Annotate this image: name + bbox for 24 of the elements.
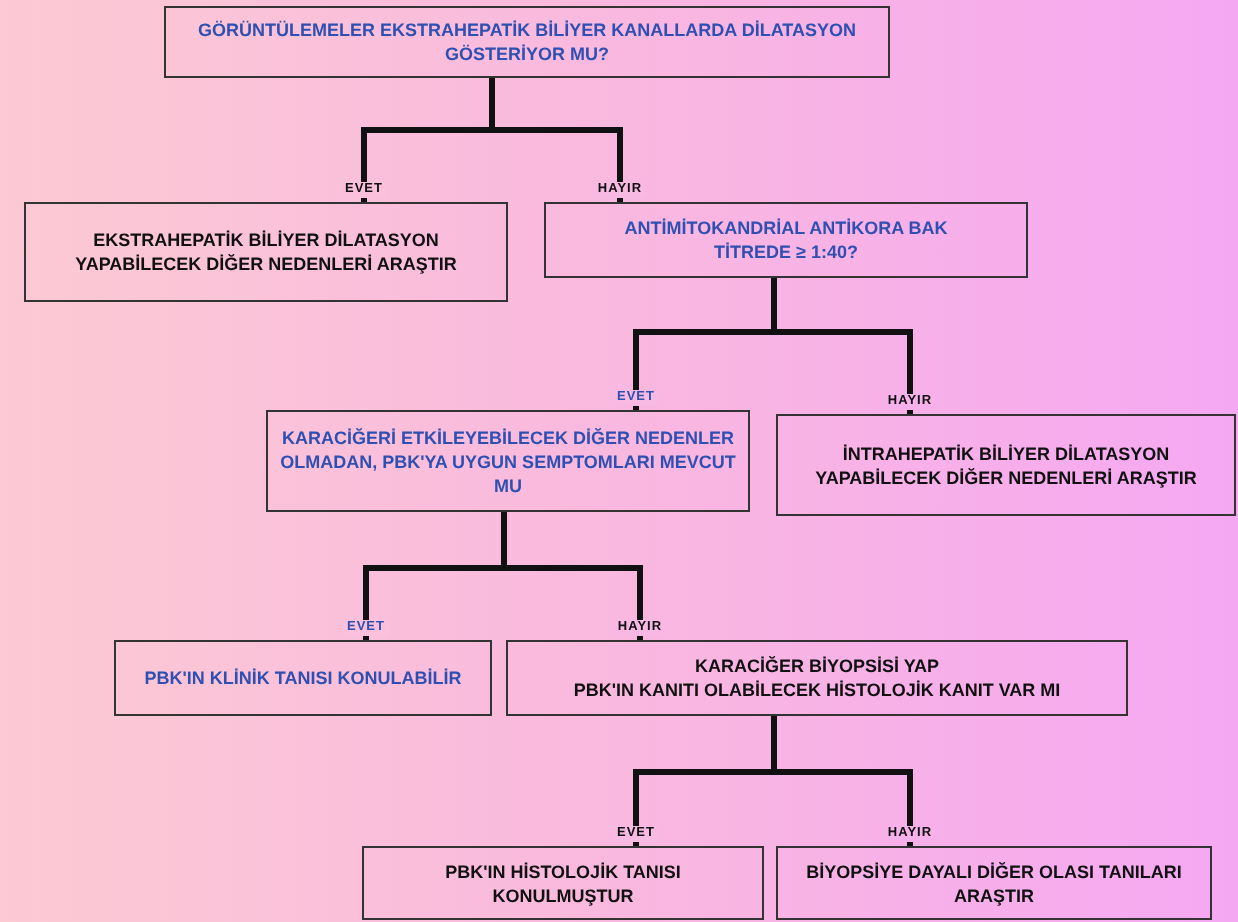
box-text: TİTREDE ≥ 1:40? [714,240,858,264]
box-text: BİYOPSİYE DAYALI DİĞER OLASI TANILARI ARAŞTIR [804,859,1184,907]
box-text: KARACİĞERİ ETKİLEYEBİLECEK DİĞER NEDENLER OLMADAN, PBK'YA UYGUN SEMPTOMLARI MEVCUT MU [280,425,736,497]
process-box [362,846,764,920]
process-box [114,640,492,716]
process-box [506,640,1128,716]
box-text: GÖRÜNTÜLEMELER EKSTRAHEPATİK BİLİYER KANALLARDA DİLATASYON GÖSTERİYOR MU? [196,18,858,66]
box-text: PBK'IN KLİNİK TANISI KONULABİLİR [144,666,462,690]
connector-line [489,78,623,202]
box-text: EKSTRAHEPATİK BİLİYER DİLATASYON YAPABİLECEK DİĞER NEDENLERİ ARAŞTIR [73,228,459,276]
box-text: PBK'IN HİSTOLOJİK TANISI KONULMUŞTUR [443,859,683,907]
process-box [544,202,1028,278]
box-text: KARACİĞER BİYOPSİSİ YAP [694,654,940,678]
connector-line [501,512,643,640]
process-box [24,202,508,302]
process-box [776,846,1212,920]
connector-line [771,716,913,846]
box-text: İNTRAHEPATİK BİLİYER DİLATASYON YAPABİLECEK DİĞER NEDENLERİ ARAŞTIR [813,441,1199,489]
connector-line [771,278,913,414]
process-box [266,410,750,512]
process-box [776,414,1236,516]
box-text: ANTİMİTOKANDRİAL ANTİKORA BAK [624,216,948,240]
box-text: PBK'IN KANITI OLABİLECEK HİSTOLOJİK KANIT VAR MI [573,678,1061,702]
process-box [164,6,890,78]
